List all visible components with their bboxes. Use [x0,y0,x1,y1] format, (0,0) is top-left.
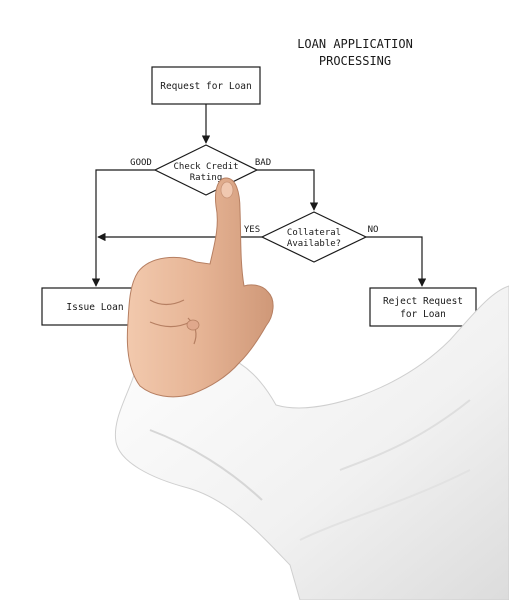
node-check-credit-line1: Check Credit [173,162,238,172]
node-collateral-line2: Available? [287,239,341,249]
node-request-loan: Request for Loan [151,66,261,105]
node-reject-line1: Reject Request [383,296,463,307]
hand-palm [126,177,274,398]
edge-good-label: GOOD [130,158,152,168]
node-check-credit-line2: Rating [190,173,223,183]
edge-no [366,236,427,287]
node-collateral: Collateral Available? [260,211,368,263]
node-reject-request: Reject Request for Loan [369,287,477,327]
node-collateral-line1: Collateral [287,228,341,238]
edge-bad [257,169,319,211]
pointing-hand-illustration [114,177,509,600]
edge-no-label: NO [368,225,379,235]
diagram-title-line2: PROCESSING [319,54,391,68]
node-check-credit: Check Credit Rating [153,144,259,196]
edge-yes-label: YES [244,225,260,235]
edge-good [91,169,155,287]
node-reject-line2: for Loan [400,309,446,320]
edge-bad-label: BAD [255,158,271,168]
node-request-label: Request for Loan [160,81,252,92]
diagram-title-line1: LOAN APPLICATION [297,37,413,51]
node-issue-label: Issue Loan [66,302,123,313]
